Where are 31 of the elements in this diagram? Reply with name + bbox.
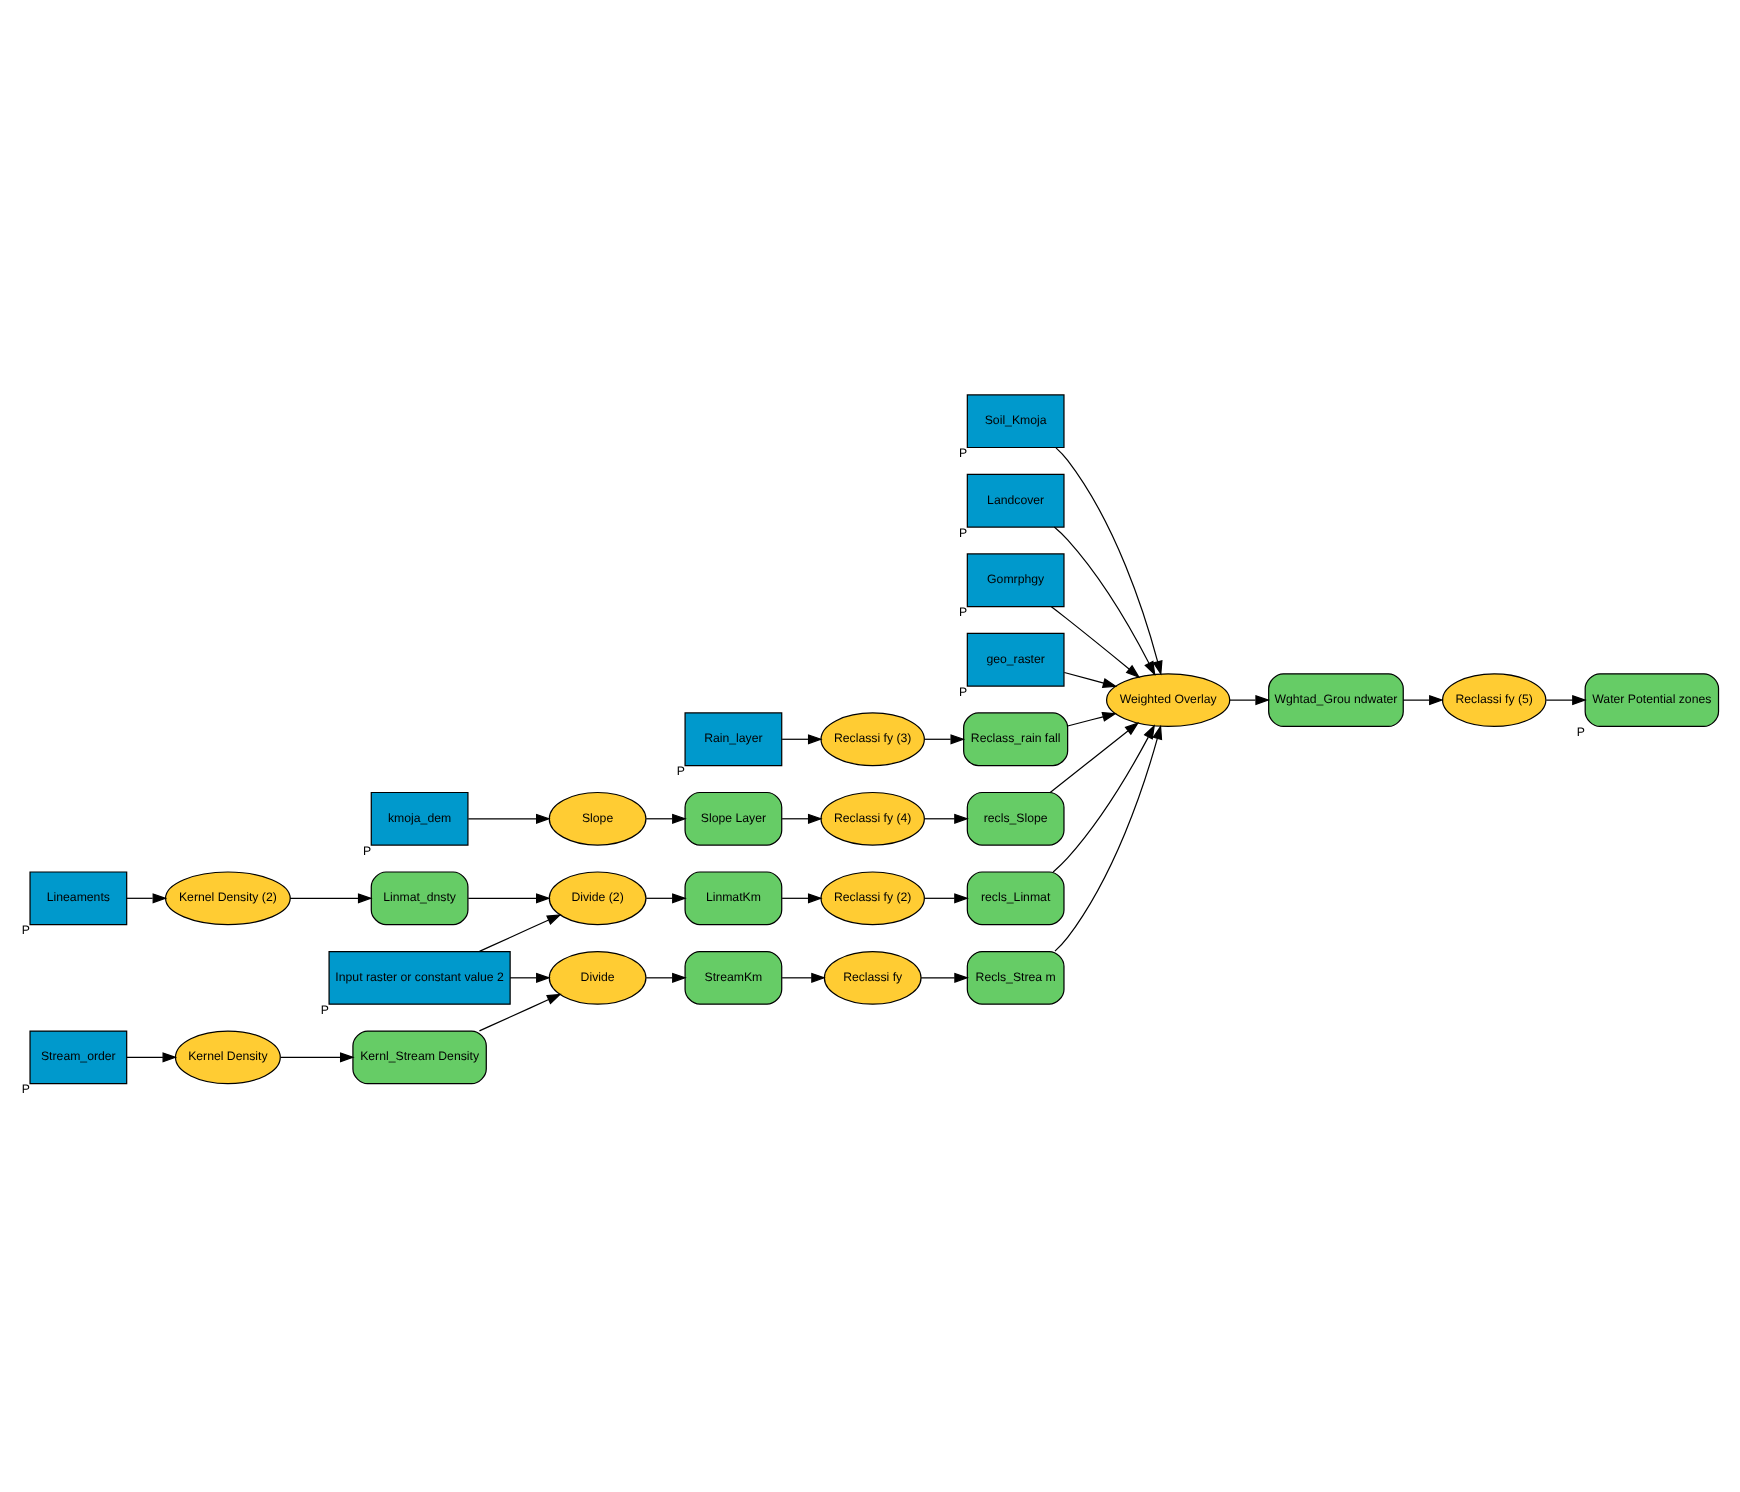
arrow xyxy=(280,1052,355,1063)
arrow xyxy=(1402,695,1444,706)
arrow xyxy=(126,1052,178,1063)
arrow xyxy=(289,893,373,904)
arrow xyxy=(781,734,823,745)
arrow xyxy=(1067,711,1117,727)
arrow xyxy=(467,813,551,824)
arrow xyxy=(645,813,687,824)
arrow xyxy=(478,914,562,952)
arrow xyxy=(920,972,969,983)
arrow xyxy=(1052,724,1156,873)
arrow xyxy=(1049,722,1140,794)
arrow xyxy=(924,893,969,904)
arrow xyxy=(467,893,551,904)
arrow xyxy=(781,972,826,983)
arrow xyxy=(1054,724,1163,952)
arrow xyxy=(1055,447,1163,676)
arrow xyxy=(1545,695,1587,706)
arrow xyxy=(126,893,168,904)
arrow xyxy=(924,813,969,824)
arrow xyxy=(781,813,823,824)
arrow xyxy=(509,972,551,983)
arrow xyxy=(1228,695,1271,706)
arrow xyxy=(1063,671,1118,688)
arrow xyxy=(1053,526,1156,676)
arrow xyxy=(478,993,562,1032)
arrow xyxy=(781,893,823,904)
arrow xyxy=(645,972,687,983)
arrow xyxy=(924,734,966,745)
arrow xyxy=(1050,606,1141,679)
arrow xyxy=(645,893,687,904)
